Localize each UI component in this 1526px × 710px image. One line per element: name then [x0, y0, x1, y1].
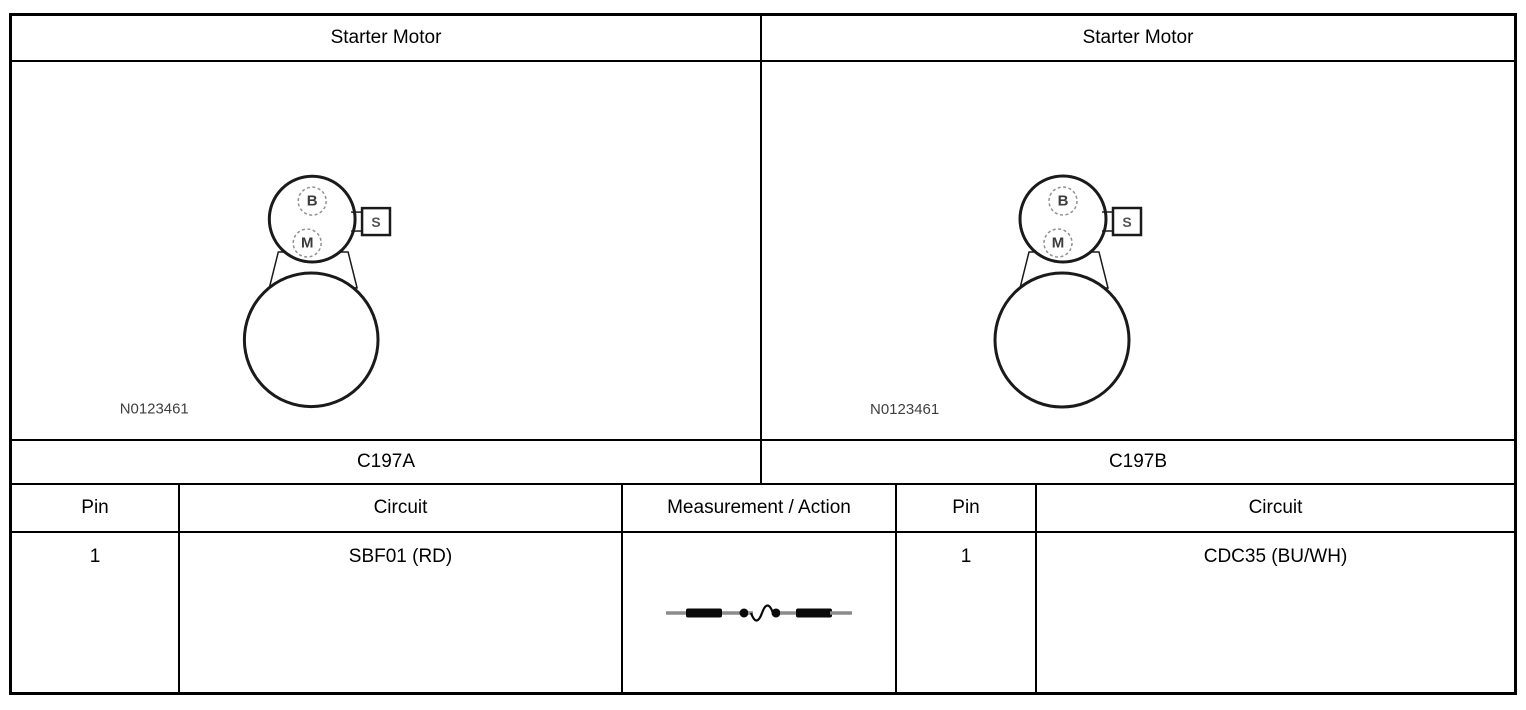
- solenoid-circle: [1018, 174, 1108, 264]
- terminal-b-label: B: [1058, 193, 1069, 210]
- diagram-cell-left: S B M N0123461: [12, 62, 762, 441]
- terminal-m-label: M: [1052, 235, 1065, 252]
- col-header-right-pin: Pin: [897, 485, 1037, 533]
- header-text: Pin: [81, 497, 109, 518]
- pin-cell-right: 1: [897, 533, 1037, 692]
- terminal-s-label: S: [371, 214, 380, 230]
- circuit-code: CDC35 (BU/WH): [1203, 546, 1348, 567]
- starter-motor-diagram: S B M N0123461: [870, 174, 1143, 418]
- pin-cell-left: 1: [12, 533, 180, 692]
- panel-title-left: Starter Motor: [12, 16, 762, 62]
- connector-id-text: C197B: [1108, 451, 1168, 472]
- panel-title-text: Starter Motor: [330, 27, 442, 48]
- terminal-b-label: B: [307, 193, 318, 210]
- diagram-cell-right: S B M N0123461: [762, 62, 1514, 441]
- connector-id-left: C197A: [12, 441, 762, 485]
- connector-pinout-sheet: Starter Motor Starter Motor: [9, 13, 1517, 695]
- starter-motor-diagram: S B M N0123461: [120, 174, 392, 418]
- circuit-code: SBF01 (RD): [348, 546, 453, 567]
- terminal-m-label: M: [301, 235, 313, 252]
- measurement-cell: [623, 533, 897, 692]
- header-text: Circuit: [373, 497, 428, 518]
- panel-title-text: Starter Motor: [1082, 27, 1194, 48]
- circuit-cell-left: SBF01 (RD): [180, 533, 623, 692]
- figure-id-label: N0123461: [120, 401, 189, 418]
- col-header-left-pin: Pin: [12, 485, 180, 533]
- connector-id-text: C197A: [356, 451, 416, 472]
- panel-title-right: Starter Motor: [762, 16, 1514, 62]
- circuit-cell-right: CDC35 (BU/WH): [1037, 533, 1514, 692]
- motor-body-circle: [993, 271, 1131, 409]
- terminal-m-circle: [1043, 228, 1073, 258]
- solenoid-circle: [267, 174, 357, 264]
- col-header-left-circuit: Circuit: [180, 485, 623, 533]
- pin-number: 1: [89, 546, 101, 567]
- jumper-wire-icon: [666, 603, 852, 622]
- col-header-measurement: Measurement / Action: [623, 485, 897, 533]
- connector-id-right: C197B: [762, 441, 1514, 485]
- terminal-b-circle: [1048, 186, 1078, 216]
- terminal-m-circle: [292, 228, 322, 258]
- connector-panels: Starter Motor Starter Motor: [12, 16, 1514, 485]
- col-header-right-circuit: Circuit: [1037, 485, 1514, 533]
- header-text: Measurement / Action: [667, 497, 851, 518]
- motor-body-circle: [242, 271, 380, 409]
- s-terminal-box: [1111, 206, 1143, 237]
- header-text: Pin: [952, 497, 980, 518]
- figure-id-label: N0123461: [870, 401, 939, 418]
- header-text: Circuit: [1248, 497, 1303, 518]
- pin-table: Pin Circuit Measurement / Action Pin Cir…: [12, 485, 1514, 692]
- pin-number: 1: [960, 546, 972, 567]
- terminal-s-label: S: [1122, 214, 1131, 230]
- terminal-b-circle: [297, 186, 327, 216]
- s-terminal-box: [360, 206, 392, 237]
